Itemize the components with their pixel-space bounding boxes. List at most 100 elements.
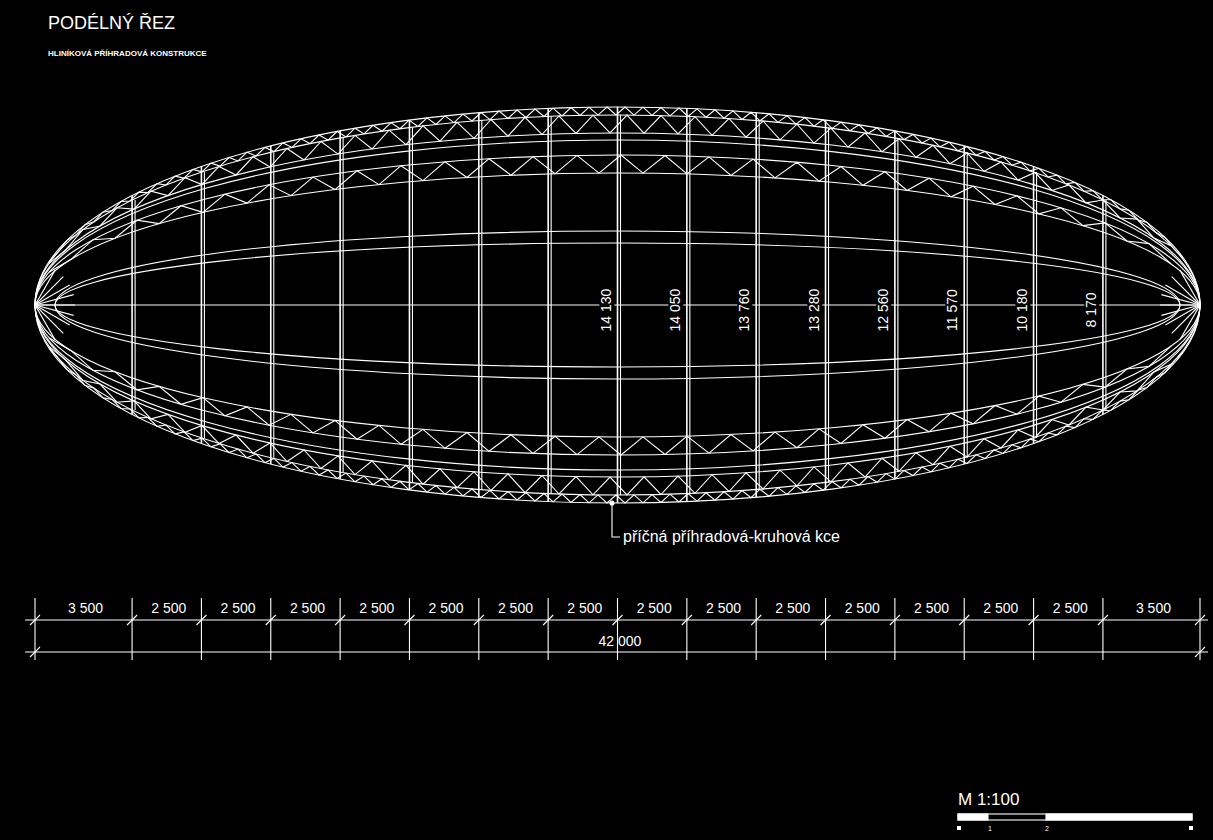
dimension-tick [1102,598,1103,660]
rib [409,120,411,490]
rib [617,107,619,503]
leader-line [612,503,620,537]
dimension-slash [30,647,40,657]
end-spoke [35,285,70,305]
truss-chord [35,107,1200,503]
dimension-tick [548,598,549,660]
scale-mark [1189,826,1193,830]
dimension-line [25,619,1208,620]
diameter-dimension: 12 560 [876,288,891,333]
rib [204,172,205,438]
rib [686,108,688,501]
rib [825,120,827,490]
rib [135,200,136,410]
rib [412,128,413,483]
dimension-text: 2 500 [706,601,741,616]
dimension-tick [340,598,341,660]
dimension-tick [409,598,410,660]
rib [1036,172,1037,438]
truss-diagonal [49,348,1183,503]
dimension-tick [686,598,687,660]
drawing-title: PODÉLNÝ ŘEZ [48,14,175,34]
rib [689,116,690,493]
scale-number: 2 [1045,825,1049,833]
dimension-tick [34,598,35,660]
rib [547,108,549,501]
drawing-subtitle: HLINÍKOVÁ PŘÍHRADOVÁ KONSTRUKCE [48,50,207,59]
dimension-tick [270,598,271,660]
dimension-text: 2 500 [637,601,672,616]
rib [967,152,968,457]
rib [273,152,274,457]
rib [759,120,760,489]
dimension-tick [617,598,618,660]
dimension-text: 2 500 [359,601,394,616]
rib [201,166,203,443]
rib [620,115,621,495]
dimension-text: 2 500 [845,601,880,616]
scale-bar [958,814,1192,820]
callout-note: příčná příhradová-kruhová kce [623,528,840,546]
dimension-tick [1033,598,1034,660]
diameter-dimension: 14 130 [599,288,614,333]
truss-diagonal [49,346,1171,495]
end-spoke [1180,305,1200,340]
rib [478,113,480,498]
dimension-tick [964,598,965,660]
scale-bar-fill [958,814,988,820]
end-spoke [1161,295,1200,305]
rib [1102,196,1104,415]
rib [551,116,552,493]
rib [755,113,757,498]
dimension-tick [1199,598,1200,660]
scale-mark [957,826,961,830]
diameter-dimension: 8 170 [1084,291,1099,328]
rib [481,120,482,489]
truss-diagonal [49,115,1171,264]
dimension-text: 3 500 [1136,601,1171,616]
rib [270,146,272,464]
dimension-text: 2 500 [1053,601,1088,616]
diameter-dimension: 13 280 [807,288,822,333]
dimension-tick [756,598,757,660]
dimension-tick [894,598,895,660]
dimension-tick [825,598,826,660]
rib [1105,200,1106,410]
truss-diagonal [49,155,1171,272]
diameter-dimension: 13 760 [737,288,752,333]
rib [131,196,133,415]
dimension-line [25,651,1208,652]
dimension-text: 2 500 [567,601,602,616]
dimension-tick [132,598,133,660]
truss-diagonal [49,107,1183,262]
rib [963,146,965,464]
diameter-dimension: 14 050 [668,288,683,333]
end-spoke [1160,304,1200,305]
rib [894,131,896,479]
end-spoke [35,305,55,340]
truss-diagonal [49,338,1171,455]
dimension-tick [201,598,202,660]
dimension-text: 2 500 [221,601,256,616]
dimension-text: 2 500 [498,601,533,616]
truss-group [25,107,1208,830]
end-spoke [35,295,74,305]
dimension-text: 2 500 [290,601,325,616]
dimension-text: 2 500 [983,601,1018,616]
overall-dimension: 42 000 [599,634,642,649]
end-spoke [1165,285,1200,305]
rib [339,131,341,479]
rib [897,138,898,472]
dimension-text: 3 500 [68,601,103,616]
leader-dot [610,501,614,505]
diameter-dimension: 10 180 [1015,288,1030,333]
dimension-text: 2 500 [151,601,186,616]
dimension-text: 2 500 [429,601,464,616]
dimension-slash [1195,647,1205,657]
dimension-text: 2 500 [775,601,810,616]
rib [343,138,344,472]
scale-text: M 1:100 [958,791,1019,810]
dimension-text: 2 500 [914,601,949,616]
scale-bar-fill [1046,814,1192,820]
